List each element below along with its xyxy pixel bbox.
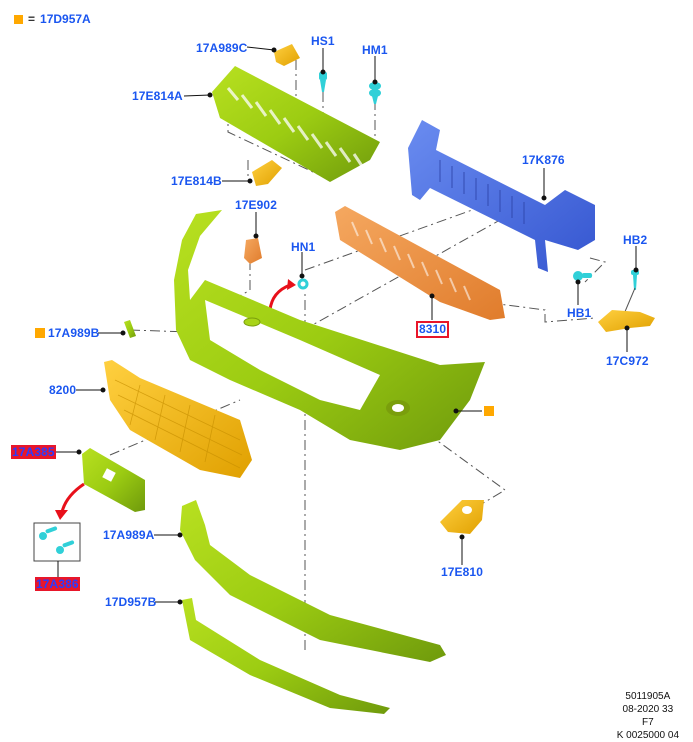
callout-leaders	[52, 46, 639, 605]
label-8310[interactable]: 8310	[416, 321, 450, 338]
legend: = 17D957A	[14, 12, 91, 26]
label-HN1[interactable]: HN1	[291, 240, 316, 254]
part-17C972-bracket[interactable]	[598, 310, 655, 332]
part-17A385-bracket[interactable]	[82, 448, 145, 512]
label-17A385[interactable]: 17A385	[11, 445, 56, 459]
drawing-section: F7	[642, 717, 654, 728]
install-arrow-icon	[268, 283, 291, 311]
install-arrow-icon	[60, 482, 85, 513]
part-8200-grille[interactable]	[104, 360, 252, 478]
label-17A989B[interactable]: 17A989B	[48, 326, 100, 340]
part-17D957B-trim[interactable]	[182, 598, 390, 714]
label-17A989C[interactable]: 17A989C	[196, 41, 248, 55]
label-17D957B[interactable]: 17D957B	[105, 595, 157, 609]
part-17E902-pad[interactable]	[244, 238, 262, 264]
part-17A989B-clip[interactable]	[124, 320, 136, 338]
fastener-HB2-icon[interactable]	[631, 270, 639, 290]
install-arrow-head-icon	[287, 279, 296, 290]
label-HB1[interactable]: HB1	[567, 306, 592, 320]
label-17E902[interactable]: 17E902	[235, 198, 277, 212]
label-17C972[interactable]: 17C972	[606, 354, 649, 368]
legend-part-number: 17D957A	[40, 12, 91, 26]
fastener-HB1-icon[interactable]	[573, 271, 592, 281]
label-HS1[interactable]: HS1	[311, 34, 335, 48]
part-17K876-bumper-beam[interactable]	[408, 120, 595, 272]
part-17A989C-clip[interactable]	[274, 44, 300, 66]
install-arrow-head-icon	[55, 510, 68, 520]
label-17E810[interactable]: 17E810	[441, 565, 483, 579]
label-HB2[interactable]: HB2	[623, 233, 648, 247]
part-17E814B-bracket[interactable]	[252, 160, 282, 186]
label-17E814A[interactable]: 17E814A	[132, 89, 183, 103]
label-HM1[interactable]: HM1	[362, 43, 388, 57]
label-17K876[interactable]: 17K876	[522, 153, 565, 167]
part-8310-energy-absorber[interactable]	[335, 206, 505, 320]
legend-marker-icon	[484, 406, 494, 416]
label-17A386[interactable]: 17A386	[35, 577, 80, 591]
drawing-reference: 5011905A 08-2020 33 F7 K 0025000 04	[617, 690, 679, 742]
fastener-HS1-icon[interactable]	[319, 72, 327, 92]
label-17A989A[interactable]: 17A989A	[103, 528, 155, 542]
part-17A989A-lower-lip[interactable]	[180, 500, 446, 662]
drawing-number: 5011905A	[625, 691, 671, 702]
legend-equals: =	[28, 12, 36, 26]
part-17E814A-upper-frame[interactable]	[212, 66, 380, 182]
label-17E814B[interactable]: 17E814B	[171, 174, 222, 188]
screw-icon	[39, 526, 75, 554]
drawing-code: K 0025000 04	[616, 730, 679, 741]
part-bumper-cover[interactable]	[174, 210, 485, 450]
legend-marker-icon	[35, 328, 45, 338]
fastener-HN1-icon[interactable]	[297, 278, 309, 290]
drawing-date: 08-2020 33	[622, 704, 674, 715]
label-8200[interactable]: 8200	[49, 383, 77, 397]
hb2-guide-line	[623, 287, 636, 315]
fastener-HM1-icon[interactable]	[369, 82, 381, 104]
legend-marker-icon	[14, 14, 23, 24]
part-17E810-bezel[interactable]	[440, 500, 484, 534]
